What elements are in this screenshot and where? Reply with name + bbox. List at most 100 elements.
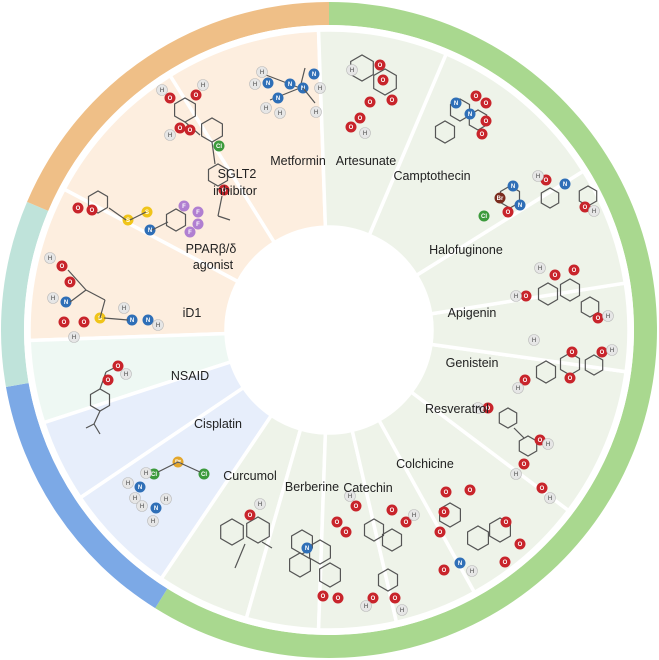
atom-h-icon: H [249,78,261,90]
atom-o-icon: O [112,360,124,372]
atom-h-icon: H [528,334,540,346]
atom-o-icon: O [564,372,576,384]
ring-bond [319,562,341,588]
atom-s-icon: S [122,214,134,226]
svg-text:O: O [358,116,363,122]
ring-bond [207,163,229,187]
svg-text:O: O [390,98,395,104]
atom-n-icon: N [454,557,466,569]
atom-n-icon: N [450,97,462,109]
bond [103,317,129,321]
svg-text:H: H [144,471,148,477]
atom-o-icon: O [56,260,68,272]
atom-h-icon: H [129,492,141,504]
svg-text:O: O [524,294,529,300]
atom-o-icon: O [218,184,230,196]
label-nsaid: NSAID [171,369,209,383]
atom-h-icon: H [588,205,600,217]
svg-text:O: O [484,119,489,125]
atom-cl-icon: Cl [198,468,210,480]
atom-o-icon: O [592,312,604,324]
atom-h-icon: H [408,509,420,521]
atom-o-icon: O [438,564,450,576]
svg-text:H: H [151,519,155,525]
bond [217,195,223,217]
svg-text:H: H [412,513,416,519]
atom-h-icon: H [118,302,130,314]
atom-n-icon: N [514,199,526,211]
sector-sglt2 [61,73,277,285]
svg-text:H: H [51,296,55,302]
atom-o-icon: O [340,526,352,538]
atom-o-icon: O [354,112,366,124]
svg-text:H: H [156,323,160,329]
svg-text:H: H [160,88,164,94]
svg-text:N: N [312,72,316,78]
svg-text:O: O [335,520,340,526]
atom-f-icon: F [192,206,204,218]
svg-text:S: S [126,218,130,224]
svg-text:O: O [522,462,527,468]
svg-text:N: N [288,82,292,88]
svg-text:O: O [381,78,386,84]
svg-text:N: N [305,546,309,552]
svg-text:O: O [442,510,447,516]
bond [93,410,101,425]
atom-n-icon: N [284,78,296,90]
svg-text:S: S [98,316,102,322]
atom-h-icon: H [152,319,164,331]
ring-bond [363,518,385,542]
svg-text:O: O [378,63,383,69]
svg-text:O: O [504,520,509,526]
atom-h-icon: H [47,292,59,304]
svg-text:Cl: Cl [201,472,207,478]
bond [129,211,147,221]
atom-h-icon: H [314,82,326,94]
ring-bond [535,360,557,384]
ring-bond [537,282,559,306]
svg-text:O: O [371,596,376,602]
atom-o-icon: O [377,74,389,86]
svg-text:O: O [438,530,443,536]
bond [513,427,525,439]
svg-text:H: H [48,256,52,262]
svg-text:O: O [518,542,523,548]
atom-o-icon: O [345,121,357,133]
label-apigenin: Apigenin [448,306,497,320]
atom-h-icon: H [160,493,172,505]
atom-h-icon: H [396,604,408,616]
atom-o-icon: O [514,538,526,550]
svg-text:O: O [194,93,199,99]
atom-o-icon: O [480,97,492,109]
ring-bond [220,518,244,546]
atom-n-icon: N [150,502,162,514]
svg-text:H: H [536,174,540,180]
atom-h-icon: H [310,106,322,118]
atom-o-icon: O [499,556,511,568]
atom-o-icon: O [518,458,530,470]
atom-n-icon: N [262,77,274,89]
atom-o-icon: O [317,590,329,602]
svg-text:O: O [82,320,87,326]
svg-text:H: H [260,70,264,76]
atom-n-icon: N [559,178,571,190]
svg-text:O: O [484,101,489,107]
svg-text:O: O [390,508,395,514]
svg-text:H: H [548,496,552,502]
atom-h-icon: H [120,368,132,380]
svg-text:N: N [563,182,567,188]
svg-text:O: O [474,94,479,100]
svg-text:H: H [124,372,128,378]
label-berberine: Berberine [285,480,339,494]
svg-text:O: O [404,520,409,526]
atom-n-icon: N [507,180,519,192]
svg-text:Cl: Cl [481,214,487,220]
bond [302,87,316,104]
svg-text:H: H [72,335,76,341]
svg-text:H: H [164,497,168,503]
label-artesunate: Artesunate [336,154,397,168]
